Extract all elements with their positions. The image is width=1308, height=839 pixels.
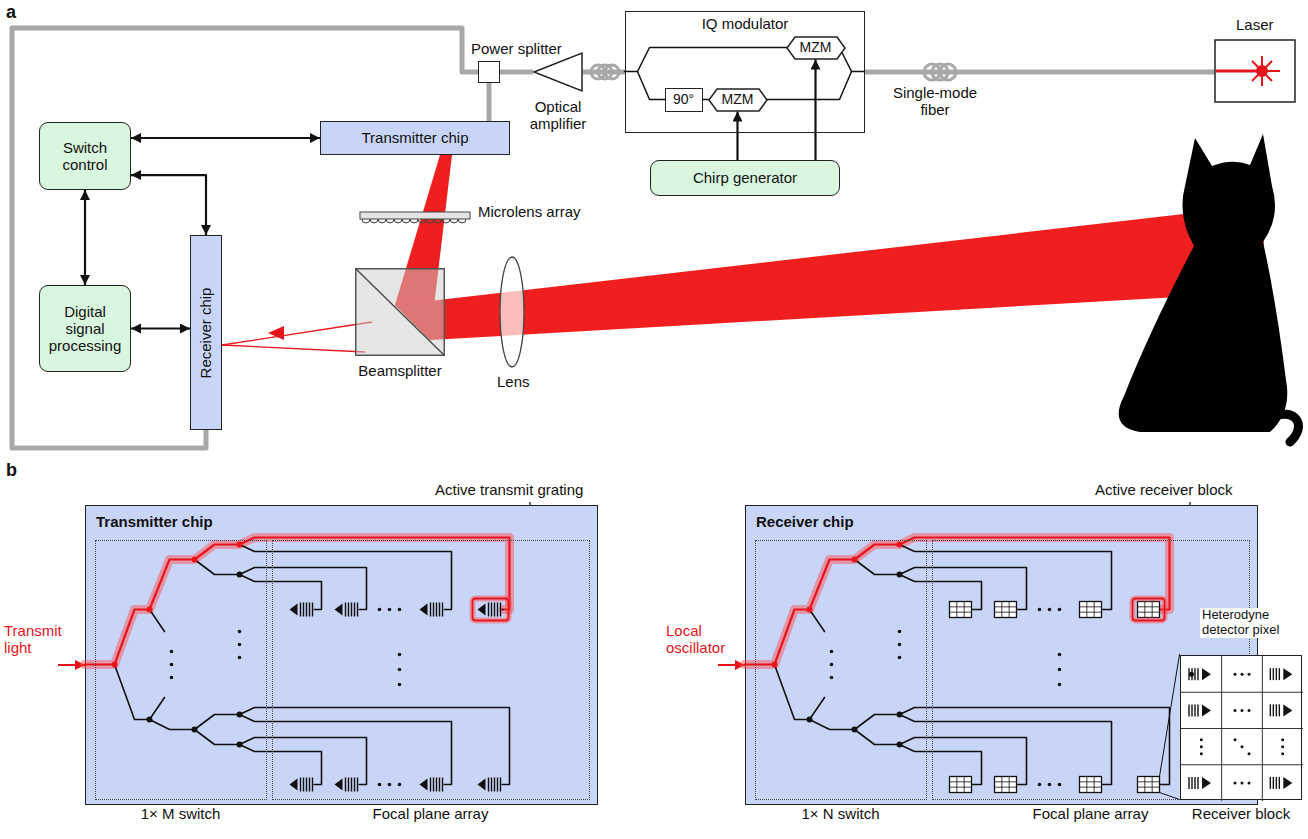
- mzm-hexagon: MZM: [786, 36, 846, 60]
- node-label: Digital signal processing: [40, 303, 130, 355]
- text-label: Active transmit grating: [435, 481, 583, 498]
- return-arrow: [268, 326, 284, 340]
- cat-silhouette: [1119, 134, 1288, 432]
- control-connector: [814, 60, 816, 161]
- chip-box: Transmitter chip: [320, 121, 510, 155]
- node-label: IQ modulator: [702, 15, 789, 32]
- node-label: Focal plane array: [373, 805, 489, 822]
- pixel-grid: [1181, 656, 1300, 798]
- lens: [500, 257, 524, 367]
- node-label: Transmitter chip: [96, 513, 213, 530]
- control-connector: [131, 175, 206, 235]
- text-label: Microlens array: [478, 203, 581, 220]
- cat-tail: [1266, 414, 1298, 442]
- node-label: 1× N switch: [802, 805, 880, 822]
- node-label: Receiver chip: [197, 287, 214, 378]
- return-ray: [222, 322, 372, 345]
- modulator-box: IQ modulatorMZM 90° MZM: [625, 11, 865, 133]
- laser-box: [1215, 40, 1295, 102]
- switch-region: 1× M switch: [95, 540, 267, 800]
- text-label: b: [6, 460, 17, 481]
- beamsplitter-cube: Beamsplitter: [355, 268, 445, 356]
- control-connector: [84, 190, 86, 285]
- text-label: Heterodyne detector pixel: [1200, 608, 1308, 638]
- control-box: Switch control: [39, 122, 131, 190]
- node-label: Power splitter: [471, 40, 562, 57]
- chip-box: Transmitter chip 1× M switchFocal plane a…: [85, 505, 598, 805]
- fiber-coil: [591, 64, 956, 80]
- microlens-array: [360, 212, 470, 219]
- text-label: Single-mode fiber: [885, 84, 985, 119]
- fiber-connector: [12, 28, 478, 448]
- control-connector: [131, 327, 190, 329]
- node-label: Optical amplifier: [513, 98, 603, 133]
- beamsplitter-cube-outline: [355, 268, 445, 356]
- text-label: Local oscillator: [666, 622, 742, 657]
- fiber: [865, 70, 1215, 75]
- node-label: Transmitter chip: [358, 129, 473, 146]
- microlens-bumps: [362, 219, 466, 223]
- mzm-hexagon: MZM: [708, 88, 768, 112]
- node-label: Receiver chip: [756, 513, 854, 530]
- control-connector: [131, 137, 320, 139]
- node-label: Beamsplitter: [358, 362, 441, 379]
- text-label: Transmit light: [4, 622, 78, 657]
- node-label: Chirp generator: [689, 169, 801, 186]
- laser-starburst: [1247, 56, 1280, 86]
- switch-region: 1× N switch: [755, 540, 927, 800]
- node-label: Receiver block: [1192, 805, 1290, 822]
- return-ray: [222, 345, 365, 352]
- amplifier-triangle-outline: [533, 52, 583, 92]
- node-label: Focal plane array: [1033, 805, 1149, 822]
- splitter-box: Power splitter: [478, 61, 500, 83]
- text-label: a: [6, 2, 16, 23]
- amplifier-triangle: Optical amplifier: [533, 52, 583, 92]
- control-connector: [736, 112, 738, 161]
- node-label: MZM: [796, 39, 836, 55]
- generator-box: Chirp generator: [650, 160, 840, 196]
- outgoing-beam: [395, 205, 1266, 340]
- fiber-connector: [500, 70, 533, 75]
- chip-circuit: [86, 506, 599, 806]
- node-label: 90°: [669, 91, 698, 107]
- array-region: Focal plane array: [272, 540, 590, 800]
- phase-box: 90°: [665, 88, 703, 112]
- chip-box: Receiver chip: [190, 235, 222, 430]
- text-label: Laser: [1236, 16, 1274, 33]
- processing-box: Digital signal processing: [39, 285, 131, 372]
- text-label: Lens: [497, 373, 530, 390]
- node-label: MZM: [718, 91, 758, 107]
- node-label: Switch control: [40, 139, 130, 174]
- text-label: Active receiver block: [1095, 481, 1233, 498]
- node-label: 1× M switch: [141, 805, 221, 822]
- receiver-block-inset: Receiver block: [1180, 655, 1302, 800]
